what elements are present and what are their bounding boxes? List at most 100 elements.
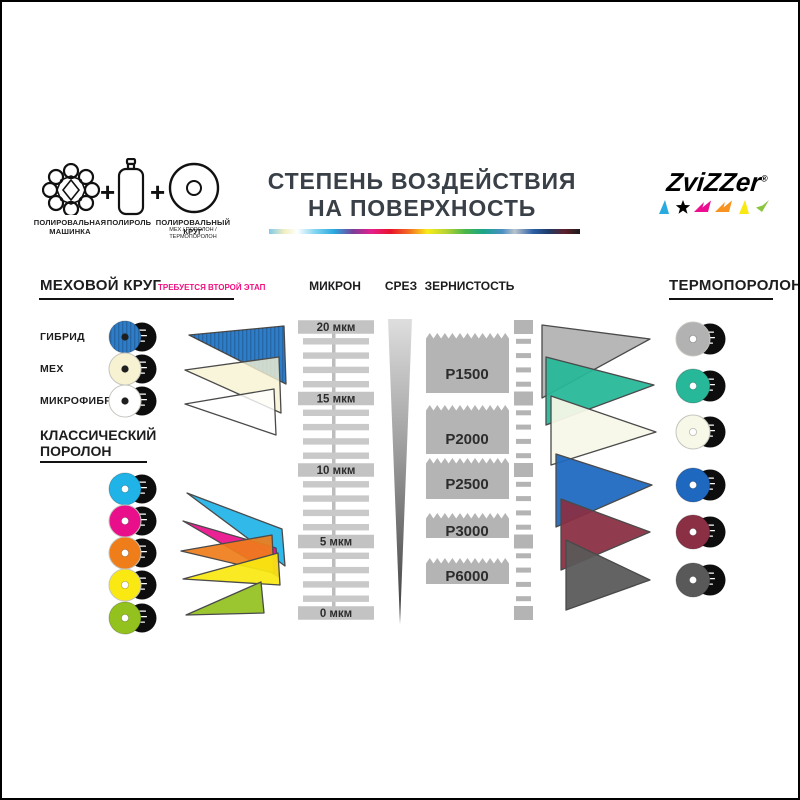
- grit-label-3: P3000: [445, 523, 488, 540]
- grit-ruler-minor: [516, 438, 531, 444]
- cut-column-title: СРЕЗ: [384, 279, 418, 293]
- thermo-disc-4: [675, 514, 726, 550]
- micron-minor-bar: [303, 524, 369, 531]
- thermo-disc-1: [675, 368, 726, 404]
- fur-section-subtitle: ТРЕБУЕТСЯ ВТОРОЙ ЭТАП: [158, 283, 266, 292]
- thermo-disc-4-center-hole: [689, 528, 698, 537]
- grit-block-0: [426, 333, 509, 393]
- micron-tick-label-0: 20 мкм: [317, 322, 356, 334]
- fur-item-label-hybrid: ГИБРИД: [40, 331, 85, 343]
- brand-mark-triangle-icon: [659, 200, 669, 214]
- grit-block-2: [426, 458, 509, 499]
- grit-ruler-minor: [516, 510, 531, 516]
- micron-tick-label-3: 5 мкм: [320, 537, 352, 549]
- foam-disc-1: [108, 504, 157, 538]
- brand-mark-shape: [715, 200, 732, 212]
- grit-ruler-minor: [516, 481, 531, 487]
- thermo-disc-3-center-hole: [689, 480, 698, 489]
- foam-disc-4: [108, 601, 157, 635]
- pad-sublabel: МЕХ / ПОРОЛОН / ТЕРМОПОРОЛОН: [169, 227, 217, 240]
- machine-label: ПОЛИРОВАЛЬНАЯ МАШИНКА: [33, 218, 107, 236]
- micron-minor-bar: [303, 352, 369, 359]
- grit-ruler-minor: [516, 596, 531, 602]
- grit-label-4: P6000: [445, 568, 488, 585]
- micron-minor-bar: [303, 509, 369, 517]
- polish-label: ПОЛИРОЛЬ: [106, 218, 152, 227]
- fur-disc-0-center-hole: [121, 333, 129, 341]
- micron-minor-bar: [303, 423, 369, 431]
- grit-ruler-minor: [516, 424, 531, 430]
- grit-block-1: [426, 405, 509, 454]
- thermo-disc-5-center-hole: [689, 576, 698, 585]
- grit-ruler-minor: [516, 381, 531, 387]
- micron-minor-bar: [303, 381, 369, 388]
- thermo-disc-1-center-hole: [689, 381, 698, 390]
- foam-disc-2: [108, 536, 157, 570]
- foam-disc-1-center-hole: [121, 517, 130, 526]
- grit-ruler-minor: [516, 367, 531, 373]
- micron-minor-bar: [303, 366, 369, 374]
- micron-minor-bar: [303, 409, 369, 416]
- foam-disc-3: [108, 568, 157, 602]
- foam-triangle-3: [182, 552, 281, 586]
- grit-label-0: P1500: [445, 366, 488, 383]
- plus-sign: +: [150, 177, 166, 207]
- thermo-section-title: ТЕРМОПОРОЛОН: [669, 277, 800, 294]
- micron-tick-label-4: 0 мкм: [320, 608, 352, 620]
- brand-mark-shape: [675, 200, 691, 214]
- grit-label-1: P2000: [445, 431, 488, 448]
- grit-ruler-minor: [516, 567, 531, 573]
- foam-disc-0-back-print: [138, 481, 146, 483]
- micron-minor-bar: [303, 581, 369, 588]
- thermo-disc-0: [675, 321, 726, 357]
- fur-disc-0: [108, 320, 157, 354]
- polishing-pad-icon: [168, 162, 220, 214]
- brand-mark-check-icon: [756, 200, 769, 212]
- grit-column-title: ЗЕРНИСТОСТЬ: [424, 279, 515, 293]
- micron-tick-bar-3: [298, 534, 374, 549]
- grit-ruler-major: [514, 391, 533, 406]
- page-title-line2: НА ПОВЕРХНОСТЬ: [307, 195, 537, 221]
- thermo-disc-2: [675, 414, 726, 450]
- grit-ruler-minor: [516, 581, 531, 587]
- thermo-triangle-2: [550, 395, 657, 466]
- micron-tick-label-1: 15 мкм: [317, 394, 356, 406]
- thermo-disc-5: [675, 562, 726, 598]
- grit-ruler-major: [514, 463, 533, 477]
- micron-tick-bar-2: [298, 463, 374, 477]
- grit-ruler-major: [514, 320, 533, 334]
- fur-underline: [39, 298, 234, 300]
- micron-minor-bar: [303, 595, 369, 602]
- grit-ruler-major: [514, 606, 533, 620]
- fur-disc-0-back-print: [138, 329, 146, 331]
- fur-triangle-2: [184, 388, 277, 436]
- plus-sign: +: [100, 177, 116, 207]
- foam-disc-3-center-hole: [121, 581, 130, 590]
- micron-minor-bar: [303, 495, 369, 502]
- thermo-disc-3: [675, 467, 726, 503]
- foam-underline: [40, 461, 147, 463]
- micron-minor-bar: [303, 338, 369, 345]
- pad-label: ПОЛИРОВАЛЬНЫЙ КРУГ: [155, 218, 231, 236]
- foam-disc-2-center-hole: [121, 549, 130, 558]
- grit-ruler-minor: [516, 410, 531, 416]
- thermo-underline: [669, 298, 773, 300]
- brand-mark-shape: [659, 200, 669, 214]
- brand-marks-icons: [659, 200, 769, 214]
- brand-mark-shape: [739, 200, 749, 214]
- foam-section-title-line2: ПОРОЛОН: [40, 443, 112, 459]
- brand-mark-arrow-icon: [694, 200, 711, 212]
- micron-tick-bar-4: [298, 606, 374, 620]
- page-title-line1: СТЕПЕНЬ ВОЗДЕЙСТВИЯ: [267, 168, 577, 194]
- fur-disc-2-center-hole: [121, 397, 129, 405]
- grit-ruler-minor: [516, 524, 531, 530]
- micron-tick-label-2: 10 мкм: [317, 465, 356, 477]
- fur-disc-1-center-hole: [121, 365, 129, 373]
- polisher-machine-icon: [42, 163, 100, 215]
- micron-minor-bar: [303, 566, 369, 574]
- fur-disc-1: [108, 352, 157, 386]
- thermo-disc-0-center-hole: [689, 334, 698, 343]
- thermo-disc-2-center-hole: [689, 427, 698, 436]
- grit-ruler-minor: [516, 338, 531, 344]
- rainbow-gradient-bar: [269, 229, 580, 234]
